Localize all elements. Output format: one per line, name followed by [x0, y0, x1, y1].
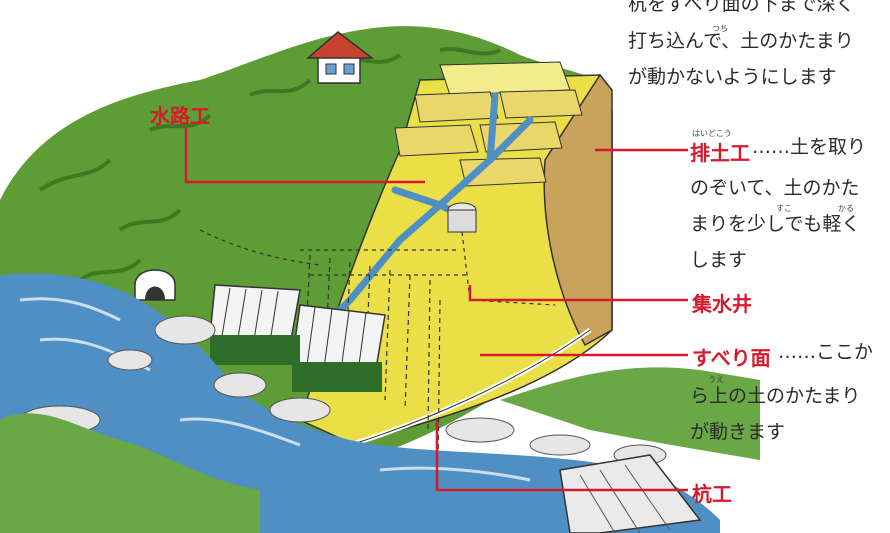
sliding-surface-outline: [349, 329, 591, 446]
furigana-haidokou: はいどこう: [692, 129, 732, 138]
kui-description-line-1: 杭をすべり面の下まで深く: [628, 0, 855, 15]
gabion-walls: [209, 284, 386, 392]
suberimen-description-line-3: が動きます: [690, 421, 786, 443]
haidokou-description-line-4: します: [690, 249, 748, 271]
forest-texture: [38, 47, 501, 282]
haidokou-description-line-2: のぞいて、土のかた: [690, 177, 860, 199]
culvert-tunnel: [134, 269, 176, 301]
furigana-ue: うえ: [708, 375, 724, 384]
label-shuusuisei: 集水井: [692, 292, 752, 316]
label-suirokou: 水路工: [150, 104, 210, 128]
furigana-tsuchi: つち: [712, 24, 728, 33]
river-highlights: [19, 297, 531, 482]
house-icon: [305, 31, 375, 84]
foreground-grass-right: [500, 367, 760, 460]
soil-removal-blocks: [394, 61, 583, 187]
collecting-well: [447, 202, 477, 233]
foreground-grass: [0, 413, 260, 533]
label-haidokou: 排土工: [690, 141, 750, 165]
check-dam: [559, 454, 702, 533]
haidokou-description-line-1: ……土を取り: [752, 136, 867, 158]
furigana-karuku: かる: [838, 204, 854, 213]
leader-lines: [184, 128, 688, 492]
haidokou-description-line-3: まりを少しでも軽く: [690, 213, 861, 235]
kui-description-line-3: が動かないようにします: [628, 66, 837, 88]
suberimen-description-line-1: ……ここか: [778, 341, 874, 363]
suberimen-description-line-2: ら上の土のかたまり: [690, 385, 861, 407]
furigana-sukoshi: すこ: [776, 204, 792, 213]
kui-description-line-2: 打ち込んで、土のかたまり: [628, 30, 854, 52]
label-suberimen: すべり面: [692, 346, 771, 370]
label-kuikou: 杭工: [692, 482, 732, 506]
